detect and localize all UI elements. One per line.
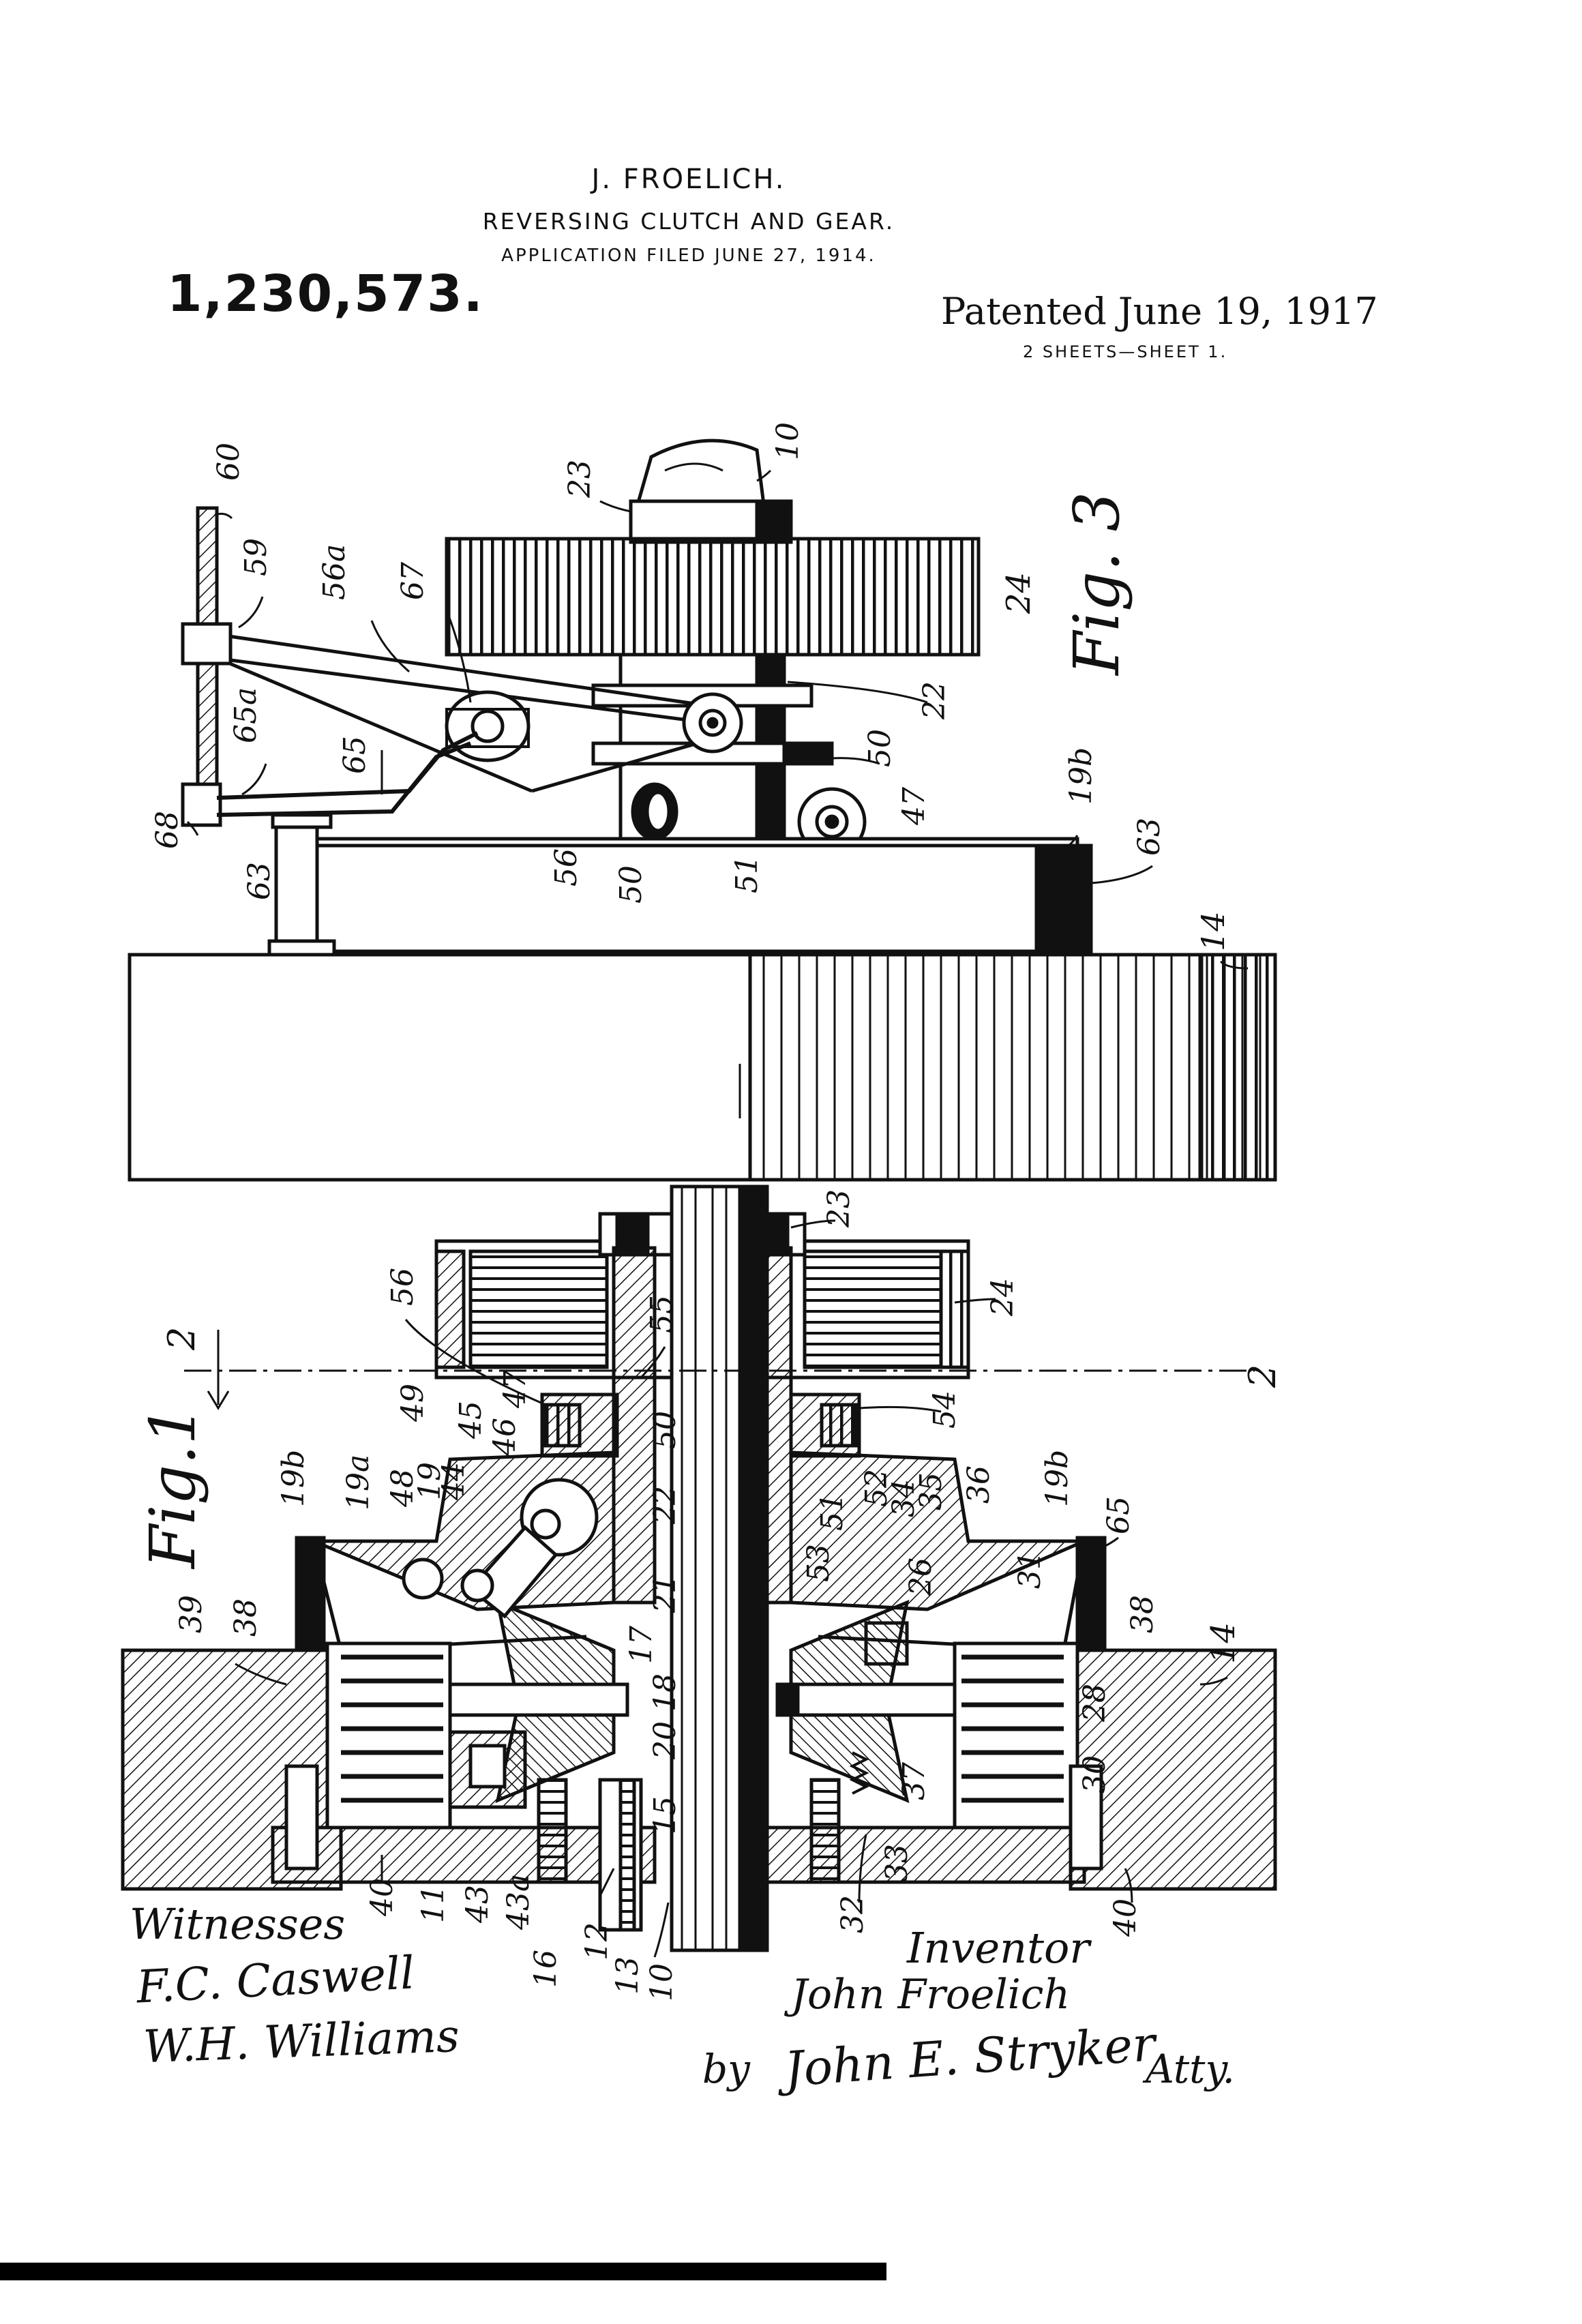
- fig3-ref: 50: [614, 865, 648, 904]
- fig1-ref: 48: [385, 1469, 420, 1508]
- fig1-ref: 65: [1101, 1496, 1136, 1534]
- section-mark: 2: [160, 1327, 203, 1351]
- fig1-ref: 33: [880, 1844, 914, 1882]
- inventor-label: Inventor: [907, 1923, 1090, 1973]
- fig1-ref: 35: [914, 1472, 949, 1510]
- fig1-ref: 44: [436, 1462, 471, 1501]
- attorney-suffix: Atty.: [1146, 2046, 1235, 2092]
- fig3-ref: 24: [1000, 572, 1038, 614]
- fig3-ref: 14: [1195, 911, 1232, 951]
- witnesses-label: Witnesses: [130, 1899, 346, 1949]
- sheet-info: 2 SHEETS—SHEET 1.: [1023, 342, 1228, 361]
- fig3-ref: 56: [549, 848, 584, 887]
- fig3-ref: 56a: [317, 544, 352, 600]
- fig3-ref: 65: [338, 736, 372, 774]
- fig1-ref: 28: [1077, 1684, 1112, 1723]
- fig1-ref: 38: [1125, 1595, 1160, 1633]
- patented-date: Patented June 19, 1917: [941, 290, 1378, 333]
- section-mark: 2: [1241, 1365, 1284, 1388]
- fig1-ref: 15: [648, 1796, 683, 1834]
- fig1-label: Fig.1: [136, 1405, 209, 1570]
- fig1-ref: 36: [961, 1465, 996, 1504]
- fig1-ref: 17: [624, 1626, 659, 1664]
- fig1-ref: 26: [904, 1558, 938, 1596]
- fig1-ref: 37: [897, 1762, 931, 1800]
- fig1-ref: 14: [1204, 1622, 1242, 1664]
- fig1-ref: 38: [228, 1598, 263, 1637]
- fig3-drawing: [128, 438, 1277, 1182]
- fig1-ref: 22: [648, 1486, 683, 1525]
- fig1-ref: 32: [835, 1895, 870, 1933]
- fig3-label: Fig. 3: [1060, 492, 1133, 676]
- fig1-ref: 40: [1108, 1898, 1143, 1937]
- fig1-ref: 39: [174, 1595, 209, 1633]
- fig1-ref: 13: [610, 1956, 645, 1995]
- fig1-ref: 12: [580, 1922, 614, 1961]
- fig1-drawing: [121, 1185, 1277, 1952]
- fig1-ref: 21: [648, 1575, 683, 1613]
- bottom-rule: [0, 2263, 886, 2280]
- header-inventor: J. FROELICH.: [591, 164, 786, 195]
- patent-number: 1,230,573.: [167, 265, 484, 323]
- fig3-ref: 19b: [1064, 747, 1099, 805]
- fig1-ref: 53: [801, 1544, 836, 1582]
- fig3-ref: 47: [897, 787, 931, 826]
- fig1-ref: 56: [385, 1268, 420, 1306]
- fig1-ref: 23: [822, 1189, 856, 1228]
- fig1-ref: 19b: [276, 1450, 311, 1507]
- fig1-ref: 34: [886, 1479, 921, 1517]
- fig1-ref: 20: [648, 1721, 683, 1760]
- fig1-ref: 55: [644, 1295, 679, 1333]
- witness-signature-2: W.H. Williams: [142, 2009, 460, 2074]
- fig1-ref: 11: [416, 1885, 451, 1923]
- fig1-ref: 43a: [501, 1874, 536, 1931]
- header-application: APPLICATION FILED JUNE 27, 1914.: [501, 245, 876, 266]
- fig1-ref: 51: [815, 1493, 850, 1531]
- fig1-ref: 43: [460, 1885, 495, 1924]
- fig3-labels: 60 59 56a 67 23 10 24 22 50 19b 65a 65 6…: [150, 422, 1249, 970]
- fig1-ref: 40: [365, 1878, 400, 1917]
- fig1-ref: 18: [648, 1673, 683, 1712]
- fig1-ref: 30: [1077, 1755, 1112, 1793]
- fig1-labels: Fig.1 2 2 23 24 56 55 54 49 19b 19a 48 1…: [136, 1189, 1284, 2001]
- fig3-ref: 23: [563, 460, 597, 498]
- fig1-ref: 19a: [341, 1455, 376, 1510]
- fig3-ref: 63: [242, 862, 277, 900]
- fig3-ref: 65a: [228, 687, 263, 743]
- fig1-ref: 50: [648, 1411, 683, 1449]
- fig1-ref: 19: [413, 1462, 447, 1500]
- fig3-ref: 10: [771, 422, 805, 460]
- fig3-ref: 68: [150, 811, 185, 849]
- fig1-ref: 52: [859, 1469, 894, 1507]
- header-title: REVERSING CLUTCH AND GEAR.: [482, 208, 895, 235]
- fig1-ref: 46: [488, 1418, 522, 1457]
- inventor-signature: John Froelich: [791, 1971, 1071, 2018]
- fig1-ref: 31: [1013, 1551, 1047, 1589]
- fig1-ref: 24: [985, 1278, 1020, 1317]
- fig3-ref: 60: [211, 443, 246, 481]
- fig1-ref: 47: [498, 1370, 533, 1409]
- fig3-ref: 59: [239, 538, 273, 576]
- fig1-ref: 49: [395, 1384, 430, 1422]
- fig1-ref: 19b: [1040, 1450, 1075, 1507]
- fig3-ref: 51: [730, 855, 764, 893]
- fig1-ref: 10: [644, 1963, 679, 2001]
- fig1-ref: 16: [528, 1950, 563, 1988]
- fig3-ref: 67: [395, 562, 430, 600]
- attorney-by: by: [702, 2046, 750, 2092]
- fig3-ref: 63: [1132, 818, 1167, 856]
- fig1-ref: 45: [453, 1401, 488, 1440]
